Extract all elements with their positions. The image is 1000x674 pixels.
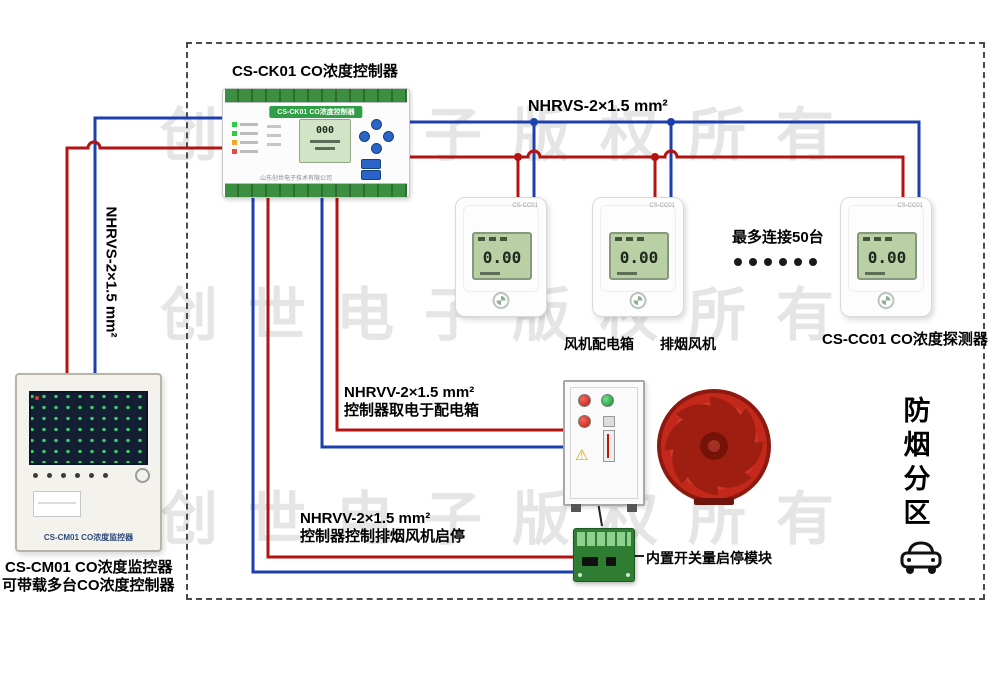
distbox-face xyxy=(570,387,638,499)
distribution-box-caption: 风机配电箱 xyxy=(564,336,634,352)
zone-dashed-border xyxy=(186,42,985,600)
buzzer-icon xyxy=(135,468,150,483)
monitor-caption-line2: 可带载多台CO浓度控制器 xyxy=(2,577,175,594)
detector-lcd: 0.00 xyxy=(857,232,917,280)
wire-blue-top-bus xyxy=(408,120,921,197)
detector-face xyxy=(848,205,924,292)
silkscreen-text-block xyxy=(267,125,281,152)
junction-dot xyxy=(651,153,659,161)
junction-dot xyxy=(530,118,538,126)
co-controller-device: CS-CK01 CO浓度控制器 000 山东创世电子技术有限公司 xyxy=(222,88,410,198)
controller-caption: CS-CK01 CO浓度控制器 xyxy=(232,63,398,80)
junction-dot xyxy=(514,153,522,161)
wire-blue-to-monitor xyxy=(93,116,222,373)
stop-indicator xyxy=(578,394,591,407)
lcd-status-icons xyxy=(615,237,663,241)
detector-lcd: 0.00 xyxy=(609,232,669,280)
callout-box-to-module xyxy=(597,501,603,527)
detector-face xyxy=(463,205,539,292)
led-amber xyxy=(232,140,237,145)
fan-caption: 排烟风机 xyxy=(660,336,716,352)
co-detector-1: CS-CC01 0.00 xyxy=(455,197,547,317)
wire-blue-to-distbox xyxy=(320,196,563,449)
detector-model-label: CS-CC01 xyxy=(897,203,923,209)
run-indicator xyxy=(601,394,614,407)
co-detector-2: CS-CC01 0.00 xyxy=(592,197,684,317)
detector-reading: 0.00 xyxy=(482,248,522,267)
wire-blue-to-module xyxy=(251,196,573,574)
switch-icon xyxy=(603,416,615,427)
car-icon xyxy=(900,541,942,574)
max-connect-note: 最多连接50台 xyxy=(732,229,824,246)
controller-buttons xyxy=(359,119,394,180)
controller-lcd: 000 xyxy=(299,119,351,163)
lcd-status-icons xyxy=(863,237,911,241)
control-wire-label-line1: NHRVV-2×1.5 mm² xyxy=(300,510,431,527)
led-red xyxy=(232,149,237,154)
detector-model-label: CS-CC01 xyxy=(649,203,675,209)
up-button xyxy=(371,119,382,130)
set-button xyxy=(361,159,381,169)
wire-red-top-bus xyxy=(408,149,905,197)
detector-model-label: CS-CC01 xyxy=(512,203,538,209)
monitor-alarm-led xyxy=(35,396,39,400)
menu-button xyxy=(361,170,381,180)
power-wire-label: NHRVV-2×1.5 mm² 控制器取电于配电箱 xyxy=(344,384,479,420)
controller-face-label: CS-CK01 CO浓度控制器 xyxy=(269,106,363,118)
power-wire-label-line1: NHRVV-2×1.5 mm² xyxy=(344,384,475,401)
co-detector-3: CS-CC01 0.00 xyxy=(840,197,932,317)
fan-distribution-box: ⚠ xyxy=(563,380,645,512)
fan-base xyxy=(694,498,734,505)
power-wire-label-line2: 控制器取电于配电箱 xyxy=(344,402,480,419)
detector-caption: CS-CC01 CO浓度探测器 xyxy=(822,331,988,348)
led-green xyxy=(232,122,237,127)
monitor-caption-line1: CS-CM01 CO浓度监控器 xyxy=(5,559,173,576)
terminal-strip xyxy=(225,183,407,197)
monitor-device-print: CS-CM01 CO浓度监控器 xyxy=(43,533,134,542)
exhaust-fan xyxy=(657,389,771,505)
detector-lcd: 0.00 xyxy=(472,232,532,280)
lcd-status-icons xyxy=(478,237,526,241)
wire-red-to-distbox xyxy=(335,196,563,432)
chip-icon xyxy=(606,557,616,566)
wire-red-to-monitor xyxy=(65,140,222,373)
detector-reading: 0.00 xyxy=(867,248,907,267)
io-module xyxy=(573,528,635,582)
detector-face xyxy=(600,205,676,292)
led-green xyxy=(232,131,237,136)
top-bus-wire-label: NHRVS-2×1.5 mm² xyxy=(528,98,668,115)
left-bus-wire-label: NHRVS-2×1.5 mm² xyxy=(102,206,120,338)
controller-brand-text: 山东创世电子技术有限公司 xyxy=(259,176,332,182)
controller-lcd-value: 000 xyxy=(315,125,335,136)
left-button xyxy=(359,131,370,142)
terminal-strip xyxy=(225,89,407,103)
junction-dot xyxy=(667,118,675,126)
chip-icon xyxy=(582,557,598,566)
control-wire-label-line2: 控制器控制排烟风机启停 xyxy=(300,528,466,545)
status-led-block xyxy=(232,122,258,158)
meter-slot xyxy=(603,430,615,462)
alarm-indicator xyxy=(578,415,591,428)
control-wire-label: NHRVV-2×1.5 mm² 控制器控制排烟风机启停 xyxy=(300,510,465,546)
brand-logo-icon xyxy=(492,292,510,309)
module-terminals xyxy=(577,532,631,546)
ellipsis-dots xyxy=(734,258,817,266)
detector-reading: 0.00 xyxy=(619,248,659,267)
brand-logo-icon xyxy=(877,292,895,309)
right-button xyxy=(383,131,394,142)
brand-logo-icon xyxy=(629,292,647,309)
down-button xyxy=(371,143,382,154)
warning-triangle-icon: ⚠ xyxy=(575,447,589,464)
monitor-slot xyxy=(33,491,81,517)
smoke-zone-label: 防烟分区 xyxy=(903,396,931,528)
module-caption: 内置开关量启停模块 xyxy=(646,550,772,566)
co-monitor-device: CS-CM01 CO浓度监控器 xyxy=(15,373,162,552)
monitor-buttons xyxy=(33,473,108,478)
monitor-screen xyxy=(29,391,148,465)
wire-red-to-module xyxy=(266,196,573,559)
